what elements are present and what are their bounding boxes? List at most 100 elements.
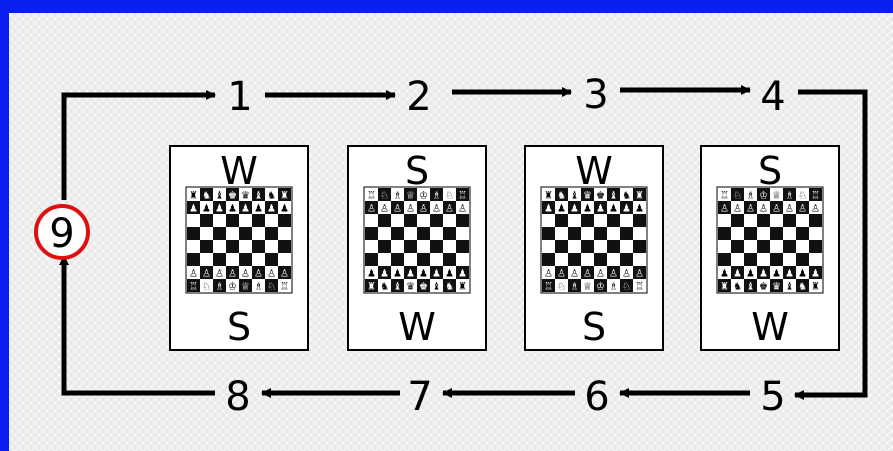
board-square — [809, 240, 822, 253]
chess-piece: ♘ — [380, 191, 389, 202]
chess-piece: ♟ — [267, 204, 276, 215]
chess-piece: ♕ — [241, 282, 250, 293]
chessboard: ♖♘♗♕♔♗♘♖♙♙♙♙♙♙♙♙♟♟♟♟♟♟♟♟♜♞♝♛♚♝♞♜ — [364, 187, 470, 293]
chess-piece: ♙ — [596, 269, 605, 280]
board-square — [200, 240, 213, 253]
board-square — [744, 214, 757, 227]
chess-piece: ♟ — [772, 269, 781, 280]
chess-piece: ♟ — [759, 269, 768, 280]
chess-piece: ♞ — [622, 191, 631, 202]
chess-piece: ♙ — [759, 204, 768, 215]
chess-piece: ♞ — [267, 191, 276, 202]
chess-piece: ♗ — [609, 282, 618, 293]
board-square — [443, 227, 456, 240]
chess-piece: ♜ — [458, 282, 467, 293]
board-square — [731, 227, 744, 240]
chess-piece: ♕ — [583, 282, 592, 293]
board-square — [718, 253, 731, 266]
chess-piece: ♜ — [635, 191, 644, 202]
board-square — [783, 214, 796, 227]
chess-piece: ♙ — [254, 269, 263, 280]
chess-piece: ♟ — [432, 269, 441, 280]
chess-piece: ♟ — [570, 204, 579, 215]
board-square — [568, 214, 581, 227]
board-square — [581, 240, 594, 253]
board-square — [365, 227, 378, 240]
chess-piece: ♙ — [733, 204, 742, 215]
chess-piece: ♝ — [746, 282, 755, 293]
chess-piece: ♛ — [406, 282, 415, 293]
chess-piece: ♟ — [367, 269, 376, 280]
board-square — [770, 253, 783, 266]
board-panel-1: WS♜♞♝♚♛♝♞♜♟♟♟♟♟♟♟♟♙♙♙♙♙♙♙♙♖♘♗♔♕♗♘♖ — [170, 146, 308, 350]
board-square — [607, 240, 620, 253]
board-square — [213, 227, 226, 240]
chess-piece: ♝ — [609, 191, 618, 202]
board-square — [430, 227, 443, 240]
board-square — [744, 227, 757, 240]
board-square — [365, 214, 378, 227]
chess-piece: ♚ — [759, 282, 768, 293]
board-square — [718, 240, 731, 253]
chess-piece: ♔ — [596, 282, 605, 293]
board-square — [581, 214, 594, 227]
board-square — [417, 240, 430, 253]
chess-piece: ♔ — [759, 191, 768, 202]
chess-piece: ♔ — [419, 191, 428, 202]
board-square — [417, 253, 430, 266]
board-square — [417, 227, 430, 240]
board-square — [757, 214, 770, 227]
board-square — [555, 240, 568, 253]
board-square — [278, 240, 291, 253]
board-square — [365, 253, 378, 266]
board-square — [770, 227, 783, 240]
board-square — [187, 240, 200, 253]
chess-piece: ♟ — [458, 269, 467, 280]
board-square — [607, 253, 620, 266]
chess-piece: ♟ — [215, 204, 224, 215]
board-square — [633, 214, 646, 227]
chess-piece: ♔ — [228, 282, 237, 293]
board-bottom-label: S — [227, 305, 251, 349]
chess-piece: ♗ — [215, 282, 224, 293]
board-square — [809, 214, 822, 227]
board-square — [278, 253, 291, 266]
chess-piece: ♗ — [746, 191, 755, 202]
board-top-label: W — [575, 149, 613, 193]
step-label-7: 7 — [407, 374, 432, 420]
board-square — [555, 214, 568, 227]
chess-piece: ♙ — [811, 204, 820, 215]
board-bottom-label: W — [751, 305, 789, 349]
chess-piece: ♗ — [393, 191, 402, 202]
chess-piece: ♝ — [254, 191, 263, 202]
board-square — [456, 227, 469, 240]
chess-piece: ♞ — [557, 191, 566, 202]
board-square — [226, 240, 239, 253]
board-square — [783, 253, 796, 266]
board-square — [213, 240, 226, 253]
board-square — [278, 227, 291, 240]
chess-piece: ♙ — [785, 204, 794, 215]
board-square — [404, 253, 417, 266]
board-square — [404, 240, 417, 253]
board-top-label: S — [758, 149, 782, 193]
chess-piece: ♜ — [280, 191, 289, 202]
chess-piece: ♜ — [189, 191, 198, 202]
board-square — [568, 240, 581, 253]
chess-piece: ♙ — [419, 204, 428, 215]
chess-piece: ♖ — [635, 282, 644, 293]
board-square — [365, 240, 378, 253]
board-square — [265, 214, 278, 227]
chess-piece: ♙ — [746, 204, 755, 215]
board-panel-4: SW♖♘♗♔♕♗♘♖♙♙♙♙♙♙♙♙♟♟♟♟♟♟♟♟♜♞♝♚♛♝♞♜ — [701, 146, 839, 350]
board-square — [404, 214, 417, 227]
chess-piece: ♖ — [367, 191, 376, 202]
chess-piece: ♙ — [720, 204, 729, 215]
board-square — [568, 253, 581, 266]
chess-piece: ♟ — [393, 269, 402, 280]
board-square — [744, 253, 757, 266]
board-square — [581, 253, 594, 266]
board-square — [620, 214, 633, 227]
board-square — [542, 253, 555, 266]
